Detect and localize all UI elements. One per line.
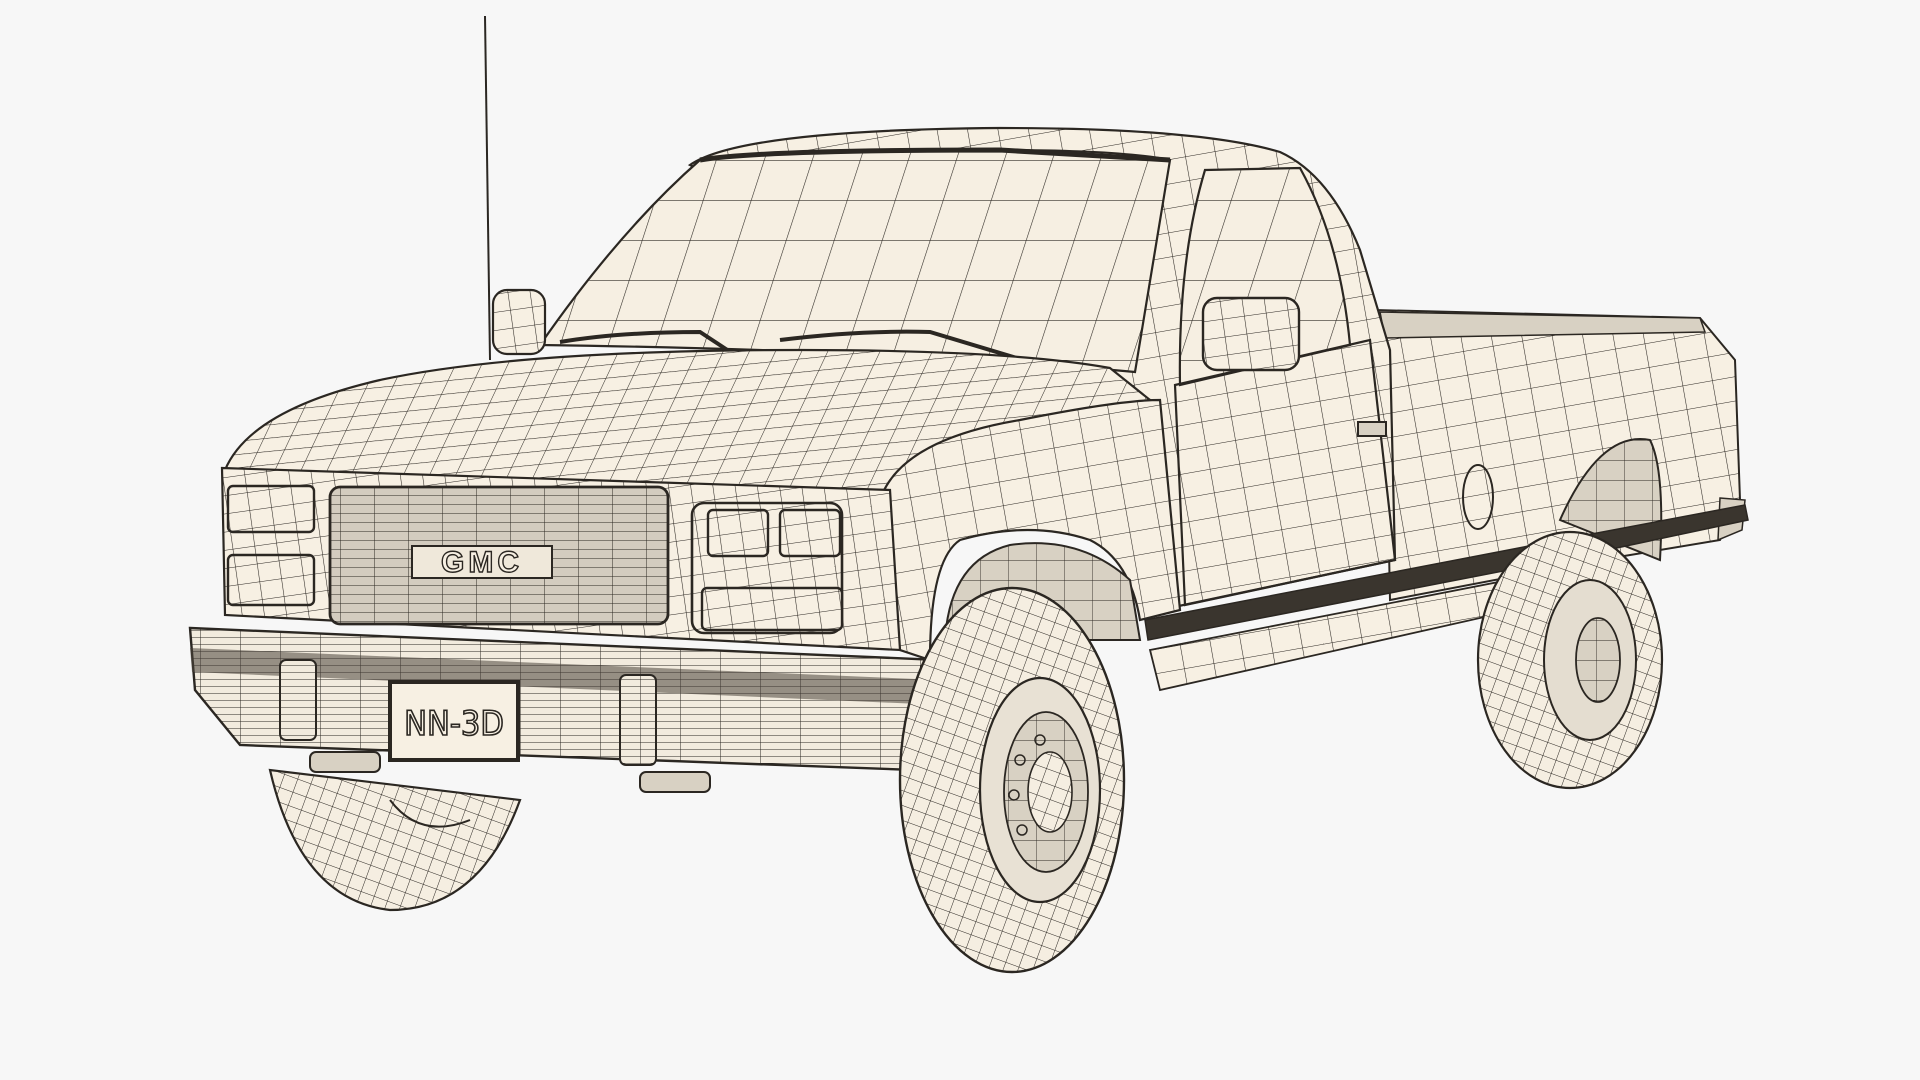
front-bumper: NN-3D <box>188 626 947 793</box>
grille-emblem: GMC <box>411 545 553 580</box>
emblem-text: GMC <box>441 546 523 579</box>
mirror-right <box>1201 296 1301 372</box>
wheel-front-left <box>268 768 522 912</box>
truck-cab <box>491 126 1397 612</box>
fuel-door <box>1462 464 1494 530</box>
tow-hook-right <box>639 771 711 793</box>
headlight-right <box>690 501 844 635</box>
door-handle <box>1357 421 1387 437</box>
front-fascia: GMC <box>220 466 902 652</box>
wheel-front-right <box>898 586 1126 974</box>
tow-hook-left <box>309 751 381 773</box>
wheel-rear-right <box>1476 530 1664 790</box>
door <box>1173 338 1397 607</box>
license-plate: NN-3D <box>388 680 520 762</box>
windshield <box>537 148 1172 374</box>
antenna <box>484 15 491 361</box>
mirror-left <box>491 288 547 356</box>
headlight-left <box>226 484 316 607</box>
license-plate-text: NN-3D <box>404 704 504 744</box>
wiper-right <box>779 329 1031 364</box>
wiper-left <box>559 329 737 357</box>
